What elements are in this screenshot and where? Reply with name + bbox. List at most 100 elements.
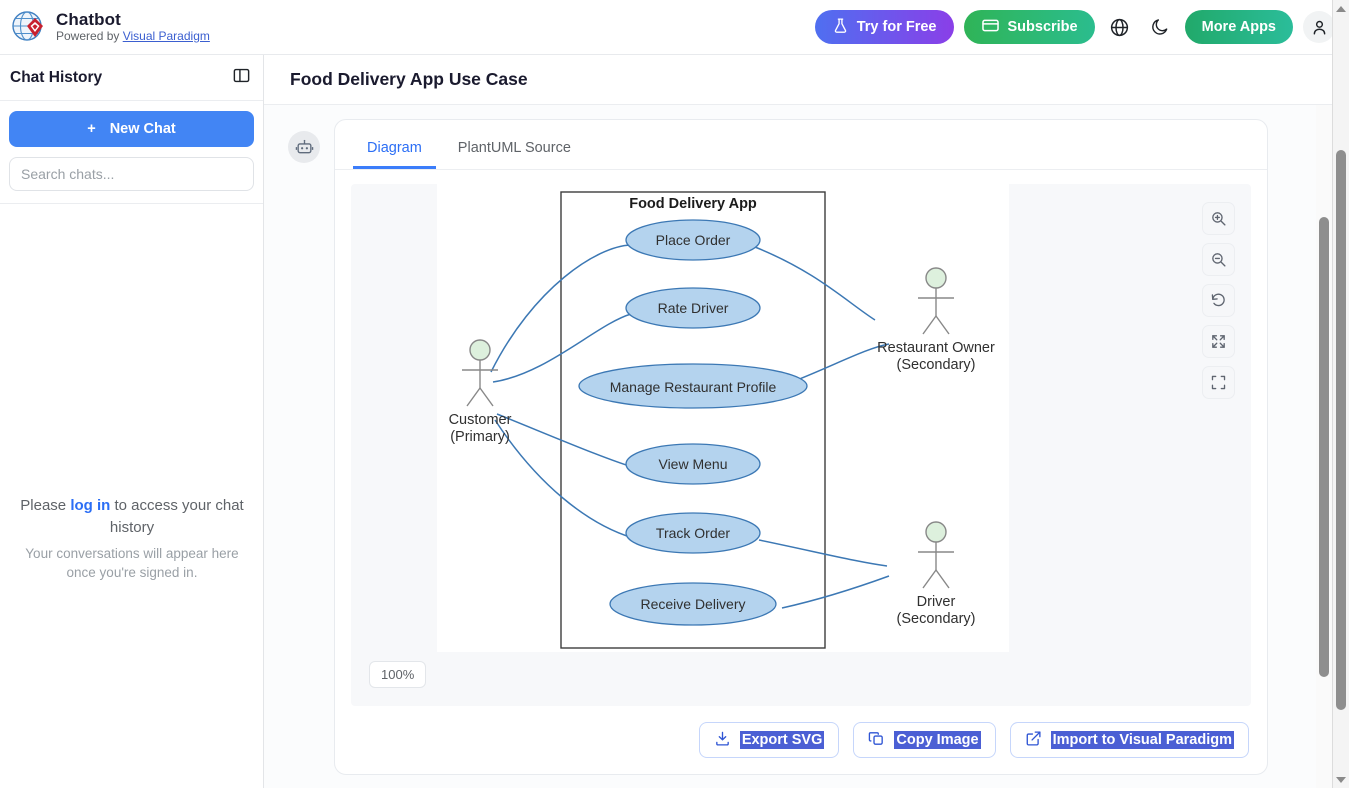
content-scrollbar[interactable] [1316, 105, 1332, 788]
user-avatar-icon[interactable] [1303, 11, 1335, 43]
app-title: Chatbot [56, 10, 121, 30]
sidebar-header: Chat History [0, 55, 263, 101]
use-case-label: Receive Delivery [640, 596, 745, 612]
new-chat-label: New Chat [109, 121, 176, 137]
copy-icon [868, 730, 885, 751]
credit-card-icon [981, 16, 1000, 39]
download-icon [714, 730, 731, 751]
actor-customer[interactable] [462, 339, 498, 407]
visual-paradigm-logo [10, 9, 46, 45]
link-customer-place-order [490, 244, 632, 373]
zoom-out-icon[interactable] [1202, 243, 1235, 276]
zoom-in-icon[interactable] [1202, 202, 1235, 235]
try-for-free-button[interactable]: Try for Free [814, 10, 954, 44]
use-case-label: View Menu [658, 456, 727, 472]
actor-label-customer: Customer [449, 412, 512, 428]
actor-label-restaurant-owner: Restaurant Owner [877, 340, 995, 356]
zoom-level-badge[interactable]: 100% [369, 661, 427, 688]
main-header: Food Delivery App Use Case [264, 55, 1332, 105]
use-case-rate-driver[interactable]: Rate Driver [625, 287, 761, 329]
reset-rotate-icon[interactable] [1202, 284, 1235, 317]
external-link-icon [1025, 730, 1042, 751]
card-actions: Export SVG Copy Image [335, 706, 1267, 758]
login-prompt: Please log in to access your chat histor… [20, 497, 244, 536]
system-boundary [560, 191, 826, 649]
brand: Chatbot Powered by Visual Paradigm [0, 9, 210, 45]
actor-driver[interactable] [918, 521, 954, 589]
use-case-label: Place Order [656, 232, 731, 248]
use-case-place-order[interactable]: Place Order [625, 219, 761, 261]
zoom-controls [1202, 202, 1235, 399]
fit-screen-icon[interactable] [1202, 366, 1235, 399]
actor-restaurant-owner[interactable] [918, 267, 954, 335]
sidebar-controls: + New Chat [0, 101, 263, 204]
link-owner-manage-profile [796, 343, 890, 381]
flask-icon [832, 17, 849, 38]
moon-icon[interactable] [1145, 12, 1175, 42]
more-apps-button[interactable]: More Apps [1184, 10, 1293, 44]
diagram-canvas[interactable]: Food Delivery App [351, 184, 1251, 706]
export-svg-label: Export SVG [739, 731, 825, 749]
assistant-message: Diagram PlantUML Source Food Delivery Ap… [264, 105, 1332, 775]
try-for-free-label: Try for Free [856, 19, 937, 35]
main-content: Food Delivery App Use Case Diagram Plant… [264, 55, 1332, 788]
tab-plantuml-source[interactable]: PlantUML Source [444, 134, 585, 169]
actors [462, 267, 954, 589]
visual-paradigm-link[interactable]: Visual Paradigm [122, 28, 210, 43]
use-case-view-menu[interactable]: View Menu [625, 443, 761, 485]
powered-by: Powered by Visual Paradigm [56, 28, 210, 43]
expand-arrows-icon[interactable] [1202, 325, 1235, 358]
card-tabs: Diagram PlantUML Source [335, 120, 1267, 170]
diagram-card: Diagram PlantUML Source Food Delivery Ap… [334, 119, 1268, 775]
sidebar-empty-state: Please log in to access your chat histor… [0, 495, 264, 583]
diagram-svg-area: Food Delivery App [437, 184, 1009, 652]
scroll-up-arrow[interactable] [1333, 0, 1349, 17]
import-to-visual-paradigm-label: Import to Visual Paradigm [1050, 731, 1234, 749]
plus-icon: + [87, 121, 96, 137]
app-header: Chatbot Powered by Visual Paradigm Try f… [0, 0, 1349, 55]
actor-labels: Customer (Primary) Restaurant Owner (Sec… [449, 340, 995, 627]
actor-role-driver: (Secondary) [897, 611, 976, 627]
use-case-label: Track Order [656, 525, 730, 541]
content-scrollbar-thumb[interactable] [1319, 217, 1329, 677]
link-customer-view-menu [496, 413, 640, 470]
panel-collapse-icon[interactable] [232, 66, 251, 90]
link-owner-place-order [754, 246, 876, 321]
actor-role-restaurant-owner: (Secondary) [897, 357, 976, 373]
use-case-manage-restaurant-profile[interactable]: Manage Restaurant Profile [578, 363, 808, 409]
link-driver-track-order [758, 539, 888, 567]
use-case-receive-delivery[interactable]: Receive Delivery [609, 582, 777, 626]
link-customer-rate-driver [492, 313, 632, 383]
export-svg-button[interactable]: Export SVG [698, 722, 840, 758]
window-scrollbar-thumb[interactable] [1336, 150, 1346, 710]
link-driver-receive-delivery [781, 575, 890, 609]
login-prompt-sub: Your conversations will appear here once… [25, 545, 239, 581]
search-input[interactable] [9, 157, 254, 191]
actor-role-customer: (Primary) [450, 429, 510, 445]
conversation-scroll-area: Diagram PlantUML Source Food Delivery Ap… [264, 105, 1332, 788]
new-chat-button[interactable]: + New Chat [9, 111, 254, 147]
use-case-track-order[interactable]: Track Order [625, 512, 761, 554]
copy-image-label: Copy Image [894, 731, 981, 749]
use-case-diagram: Food Delivery App [449, 191, 995, 649]
sidebar-title: Chat History [10, 68, 103, 86]
import-to-visual-paradigm-button[interactable]: Import to Visual Paradigm [1009, 722, 1249, 758]
copy-image-button[interactable]: Copy Image [853, 722, 996, 758]
robot-icon [288, 131, 320, 163]
window-scrollbar[interactable] [1332, 0, 1349, 788]
globe-icon[interactable] [1105, 12, 1135, 42]
subscribe-label: Subscribe [1007, 19, 1078, 35]
use-case-label: Manage Restaurant Profile [610, 379, 777, 395]
actor-label-driver: Driver [917, 594, 956, 610]
header-actions: Try for Free Subscribe More Apps [814, 10, 1349, 44]
use-case-nodes: Place Order Rate Driver Manage Restauran… [578, 219, 808, 626]
log-in-link[interactable]: log in [70, 497, 111, 514]
chat-history-sidebar: Chat History + New Chat Please log in to… [0, 55, 264, 788]
subscribe-button[interactable]: Subscribe [963, 10, 1095, 44]
scroll-down-arrow[interactable] [1333, 771, 1349, 788]
more-apps-label: More Apps [1201, 19, 1276, 35]
page-title: Food Delivery App Use Case [290, 69, 528, 89]
link-customer-track-order [494, 419, 634, 539]
system-boundary-label: Food Delivery App [629, 196, 757, 212]
tab-diagram[interactable]: Diagram [353, 134, 436, 169]
